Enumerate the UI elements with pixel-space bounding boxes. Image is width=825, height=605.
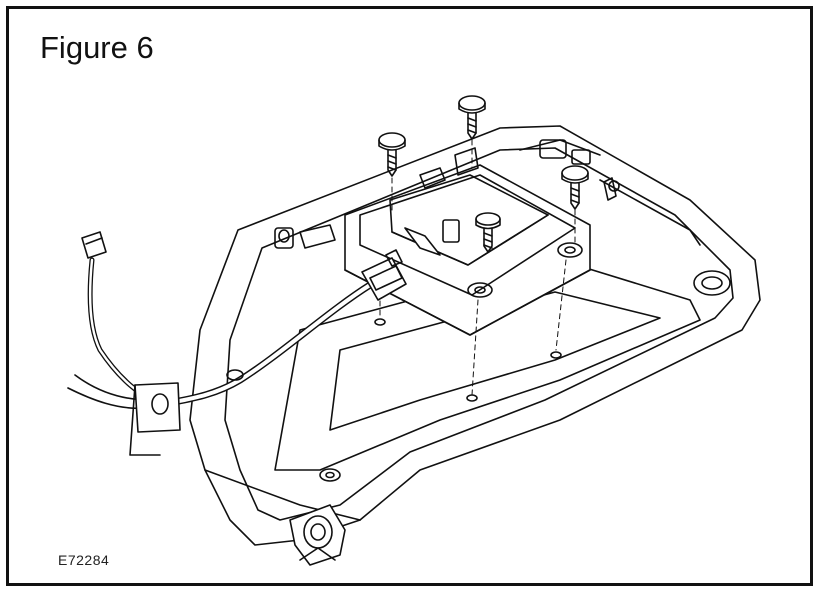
figure-reference-code: E72284 bbox=[58, 552, 110, 568]
screw-3 bbox=[562, 166, 588, 209]
wiring-harness bbox=[68, 232, 370, 408]
harness-connector bbox=[362, 250, 406, 300]
figure-title: Figure 6 bbox=[40, 30, 154, 65]
screw-1 bbox=[379, 133, 405, 176]
housing-rim-details bbox=[275, 140, 730, 295]
mounting-holes bbox=[375, 319, 561, 401]
screw-2 bbox=[459, 96, 485, 139]
screw-4 bbox=[476, 213, 500, 252]
harness-clip bbox=[130, 383, 180, 455]
hinge-pivot bbox=[227, 370, 345, 565]
mounting-bracket bbox=[345, 148, 590, 335]
